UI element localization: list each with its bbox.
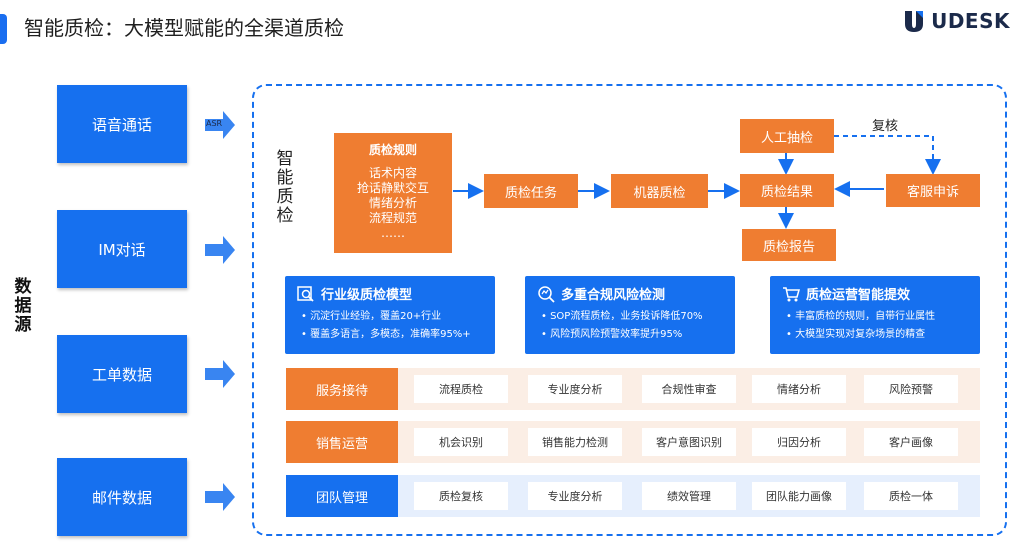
search-doc-icon	[297, 285, 314, 302]
qc-result-box: 质检结果	[740, 174, 834, 207]
band-service-reception: 服务接待 流程质检 专业度分析 合规性审查 情绪分析 风险预警	[286, 368, 980, 410]
band-chip: 流程质检	[414, 375, 508, 403]
feature-card-operation-efficiency: 质检运营智能提效 丰富质检的规则，自带行业属性 大模型实现对复杂场景的精查	[770, 276, 980, 354]
qc-rules-title: 质检规则	[368, 143, 417, 157]
source-im-chat: IM对话	[57, 210, 187, 288]
cart-icon	[783, 286, 800, 301]
feature-title: 行业级质检模型	[321, 288, 413, 303]
agent-appeal-box: 客服申诉	[886, 174, 980, 207]
band-label: 团队管理	[286, 475, 398, 517]
qc-rule-item: 情绪分析	[368, 196, 417, 210]
risk-search-icon	[538, 285, 555, 303]
source-arrow-icon	[205, 483, 235, 511]
band-chip: 专业度分析	[528, 375, 622, 403]
machine-qc-box: 机器质检	[611, 174, 708, 208]
qc-rules-box: 质检规则 话术内容 抢话静默交互 情绪分析 流程规范 ……	[334, 133, 452, 253]
qc-rule-item: ……	[381, 226, 405, 240]
qc-task-box: 质检任务	[484, 174, 578, 208]
title-accent-bar	[0, 14, 7, 44]
data-source-label: 数据源	[14, 277, 32, 335]
source-ticket-data: 工单数据	[57, 335, 187, 413]
source-arrow-icon	[205, 360, 235, 388]
source-arrow-icon	[205, 236, 235, 264]
shield-logo-icon	[905, 11, 924, 32]
band-chip: 客户画像	[864, 428, 958, 456]
smart-qc-label: 智能质检	[276, 149, 294, 226]
band-chip: 客户意图识别	[642, 428, 736, 456]
band-sales-operation: 销售运营 机会识别 销售能力检测 客户意图识别 归因分析 客户画像	[286, 421, 980, 463]
feature-bullet: 大模型实现对复杂场景的精查	[782, 326, 968, 344]
udesk-logo: UDESK	[903, 9, 1010, 33]
feature-card-compliance-risk: 多重合规风险检测 SOP流程质检，业务投诉降低70% 风险预风险预警效率提升95…	[525, 276, 735, 354]
feature-bullet: 沉淀行业经验，覆盖20+行业	[297, 308, 483, 326]
band-chip: 机会识别	[414, 428, 508, 456]
source-voice-call: 语音通话	[57, 85, 187, 163]
page-title: 智能质检：大模型赋能的全渠道质检	[24, 16, 344, 40]
feature-title: 质检运营智能提效	[806, 288, 911, 303]
band-chip: 风险预警	[864, 375, 958, 403]
band-label: 销售运营	[286, 421, 398, 463]
feature-bullet: 风险预风险预警效率提升95%	[537, 326, 723, 344]
band-chip: 归因分析	[752, 428, 846, 456]
band-chip: 质检复核	[414, 482, 508, 510]
feature-card-industry-model: 行业级质检模型 沉淀行业经验，覆盖20+行业 覆盖多语言，多模态，准确率95%+	[285, 276, 495, 354]
feature-bullet: SOP流程质检，业务投诉降低70%	[537, 308, 723, 326]
logo-text: UDESK	[931, 9, 1010, 33]
source-arrow-icon	[205, 111, 235, 139]
qc-rule-item: 话术内容	[368, 166, 417, 180]
review-label: 复核	[872, 119, 899, 134]
qc-report-box: 质检报告	[742, 229, 836, 261]
feature-bullet: 覆盖多语言，多模态，准确率95%+	[297, 326, 483, 344]
band-chip: 合规性审查	[642, 375, 736, 403]
band-team-management: 团队管理 质检复核 专业度分析 绩效管理 团队能力画像 质检一体	[286, 475, 980, 517]
asr-tag: ASR	[206, 119, 223, 128]
band-chip: 质检一体	[864, 482, 958, 510]
band-chip: 情绪分析	[752, 375, 846, 403]
feature-bullet: 丰富质检的规则，自带行业属性	[782, 308, 968, 326]
qc-rule-item: 流程规范	[368, 211, 417, 225]
band-chip: 团队能力画像	[752, 482, 846, 510]
manual-check-box: 人工抽检	[740, 119, 834, 153]
feature-title: 多重合规风险检测	[561, 288, 666, 303]
source-email-data: 邮件数据	[57, 458, 187, 536]
band-chip: 销售能力检测	[528, 428, 622, 456]
band-label: 服务接待	[286, 368, 398, 410]
band-chip: 绩效管理	[642, 482, 736, 510]
smart-qc-frame	[252, 84, 1007, 536]
qc-rule-item: 抢话静默交互	[356, 181, 429, 195]
band-chip: 专业度分析	[528, 482, 622, 510]
